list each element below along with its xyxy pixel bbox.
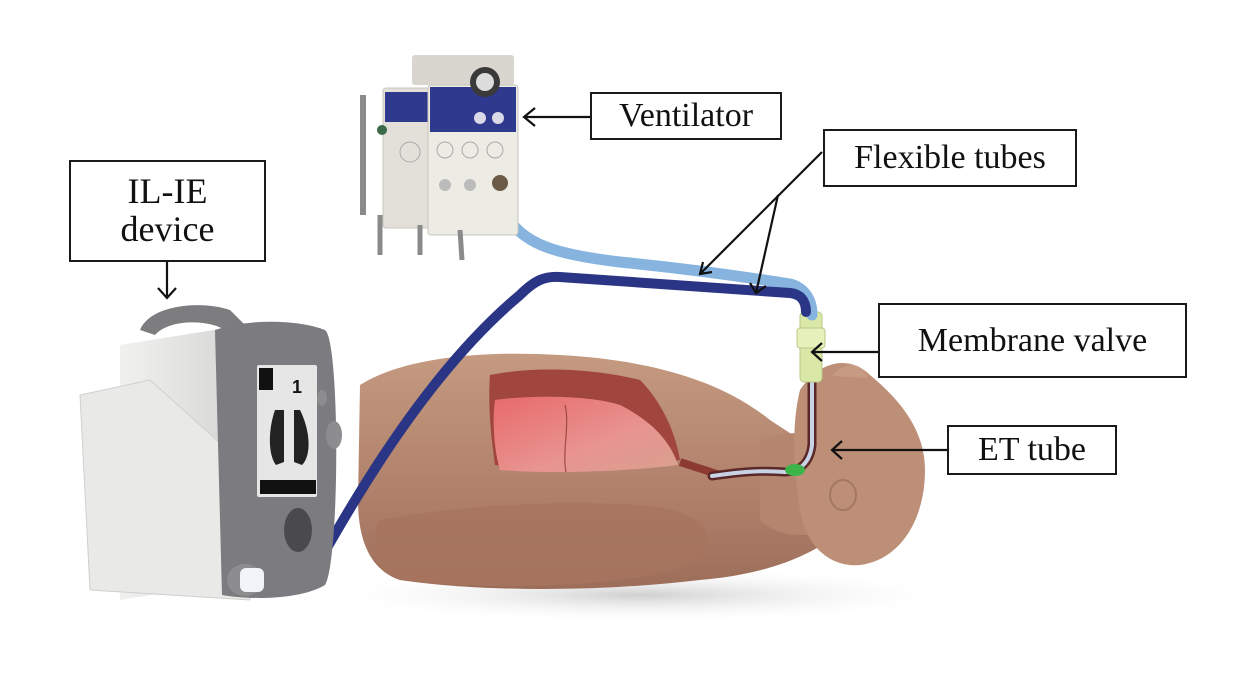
label-membrane-valve: Membrane valve: [878, 303, 1187, 378]
label-et-tube-text: ET tube: [978, 431, 1086, 469]
patient-figure: [358, 353, 925, 589]
arrow-flexible-1: [698, 151, 823, 276]
label-flexible-tubes: Flexible tubes: [823, 129, 1077, 187]
ventilator-machine: [360, 55, 519, 261]
label-ilie-device: IL-IE device: [69, 160, 266, 262]
label-flexible-tubes-text: Flexible tubes: [854, 139, 1046, 177]
et-tube-cuff: [785, 464, 805, 476]
ilie-device: 1: [79, 305, 342, 601]
light-blue-tube: [499, 206, 818, 321]
label-membrane-valve-text: Membrane valve: [917, 321, 1148, 359]
lung-illustration: [489, 369, 722, 479]
membrane-valve: [796, 311, 826, 383]
arrow-ventilator: [522, 107, 590, 127]
arrow-flexible-2: [749, 194, 780, 295]
callout-arrows: [157, 107, 947, 460]
label-ventilator-text: Ventilator: [618, 97, 754, 135]
label-ventilator: Ventilator: [590, 92, 782, 140]
arrow-ilie: [157, 262, 177, 300]
et-tube: [707, 375, 817, 481]
label-ilie-device-text: IL-IE device: [120, 171, 215, 249]
arrow-membrane: [810, 342, 878, 362]
device-screen-number: 1: [292, 377, 302, 397]
arrow-et: [830, 440, 947, 460]
label-et-tube: ET tube: [947, 425, 1117, 475]
